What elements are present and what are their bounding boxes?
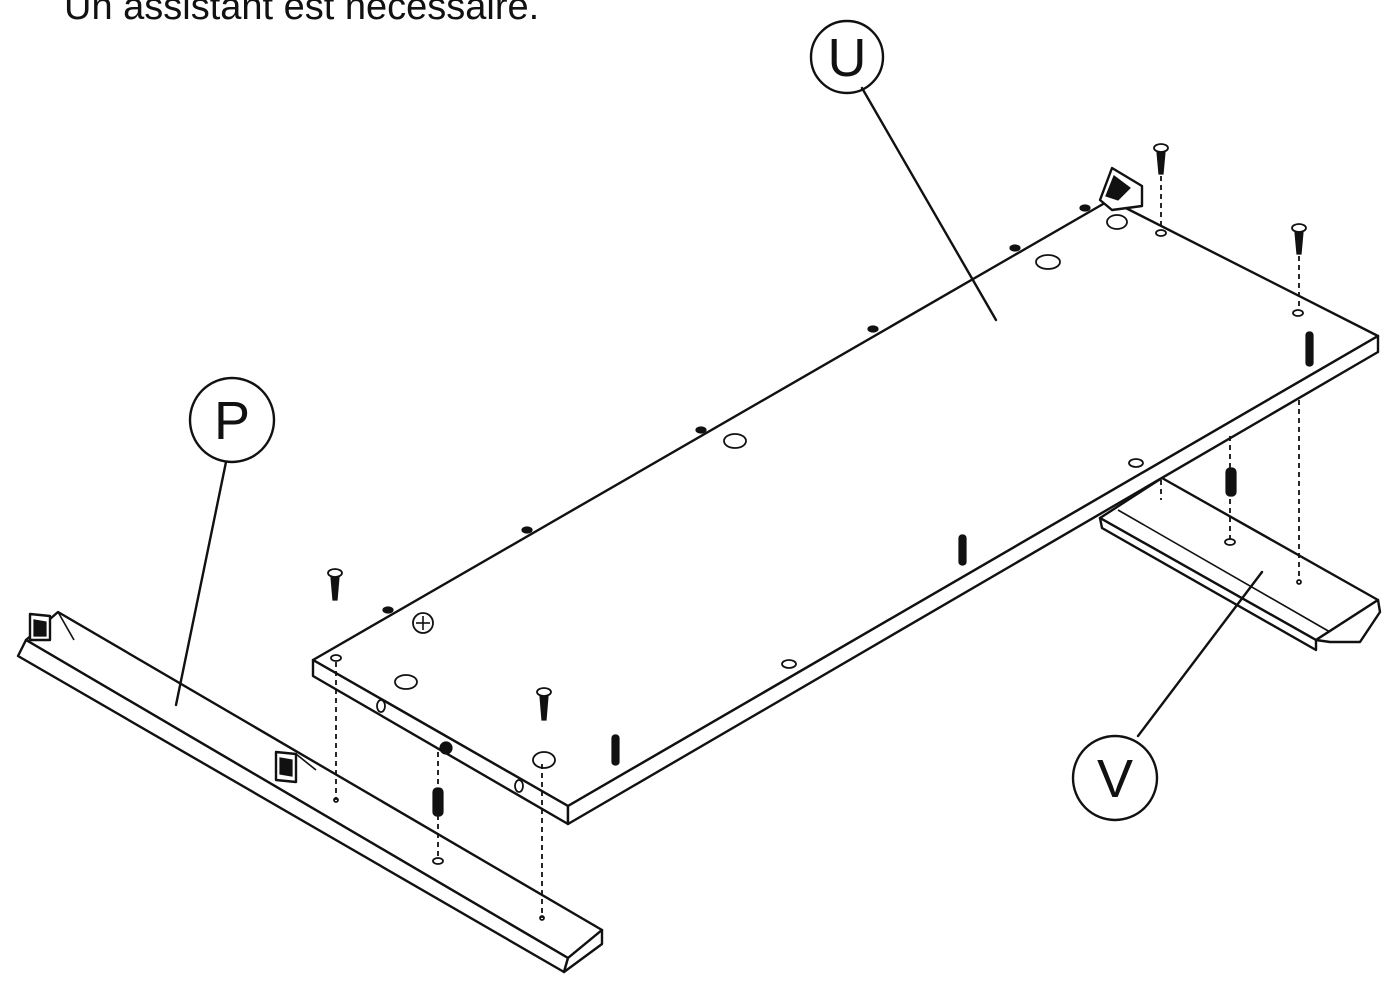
fasteners bbox=[327, 143, 1314, 817]
callout-p-label: P bbox=[214, 391, 250, 451]
callout-v-label: V bbox=[1097, 749, 1133, 809]
part-v-rail bbox=[1098, 476, 1382, 652]
part-p-rail bbox=[16, 610, 604, 974]
assembly-instruction-text: Un assistant est nécessaire. bbox=[64, 0, 540, 28]
alignment-guides bbox=[335, 176, 1302, 918]
callout-v: V bbox=[1071, 734, 1159, 822]
callout-u-label: U bbox=[828, 28, 867, 88]
part-u-board bbox=[311, 166, 1380, 826]
callout-u: U bbox=[809, 19, 885, 95]
callout-p: P bbox=[188, 376, 276, 464]
callout-leaders bbox=[174, 86, 1264, 738]
